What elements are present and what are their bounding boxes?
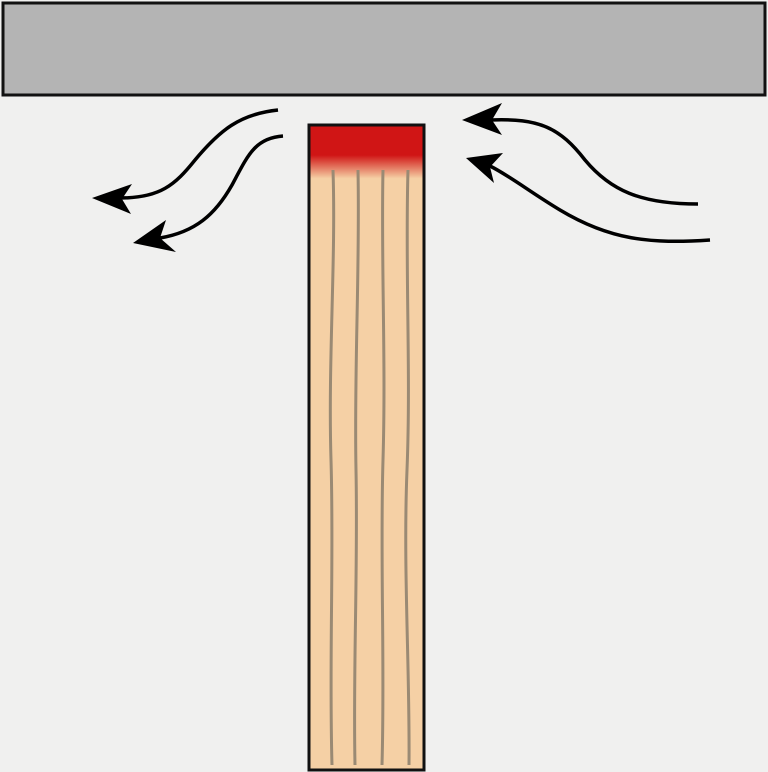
airflow-out-line-upper (119, 108, 279, 200)
wood-body (307, 123, 426, 772)
airflow-in (462, 103, 711, 244)
grain-line (404, 169, 411, 766)
arrowhead-icon (462, 103, 502, 135)
arrowhead-icon (92, 184, 132, 214)
top-plate (1, 1, 767, 97)
airflow-out (92, 108, 284, 252)
heated-tip (310, 126, 423, 179)
airflow-in-line-lower (489, 164, 711, 244)
grain-line (380, 169, 386, 766)
arrowhead-icon (133, 220, 176, 252)
wood-grain (328, 169, 411, 766)
wood-outline (307, 123, 426, 772)
wooden-stick (307, 123, 426, 772)
airflow-in-line-upper (489, 118, 699, 206)
grain-line (328, 169, 336, 766)
grain-line (353, 169, 360, 766)
arrowhead-icon (466, 153, 503, 183)
airflow-out-line-lower (159, 134, 284, 240)
